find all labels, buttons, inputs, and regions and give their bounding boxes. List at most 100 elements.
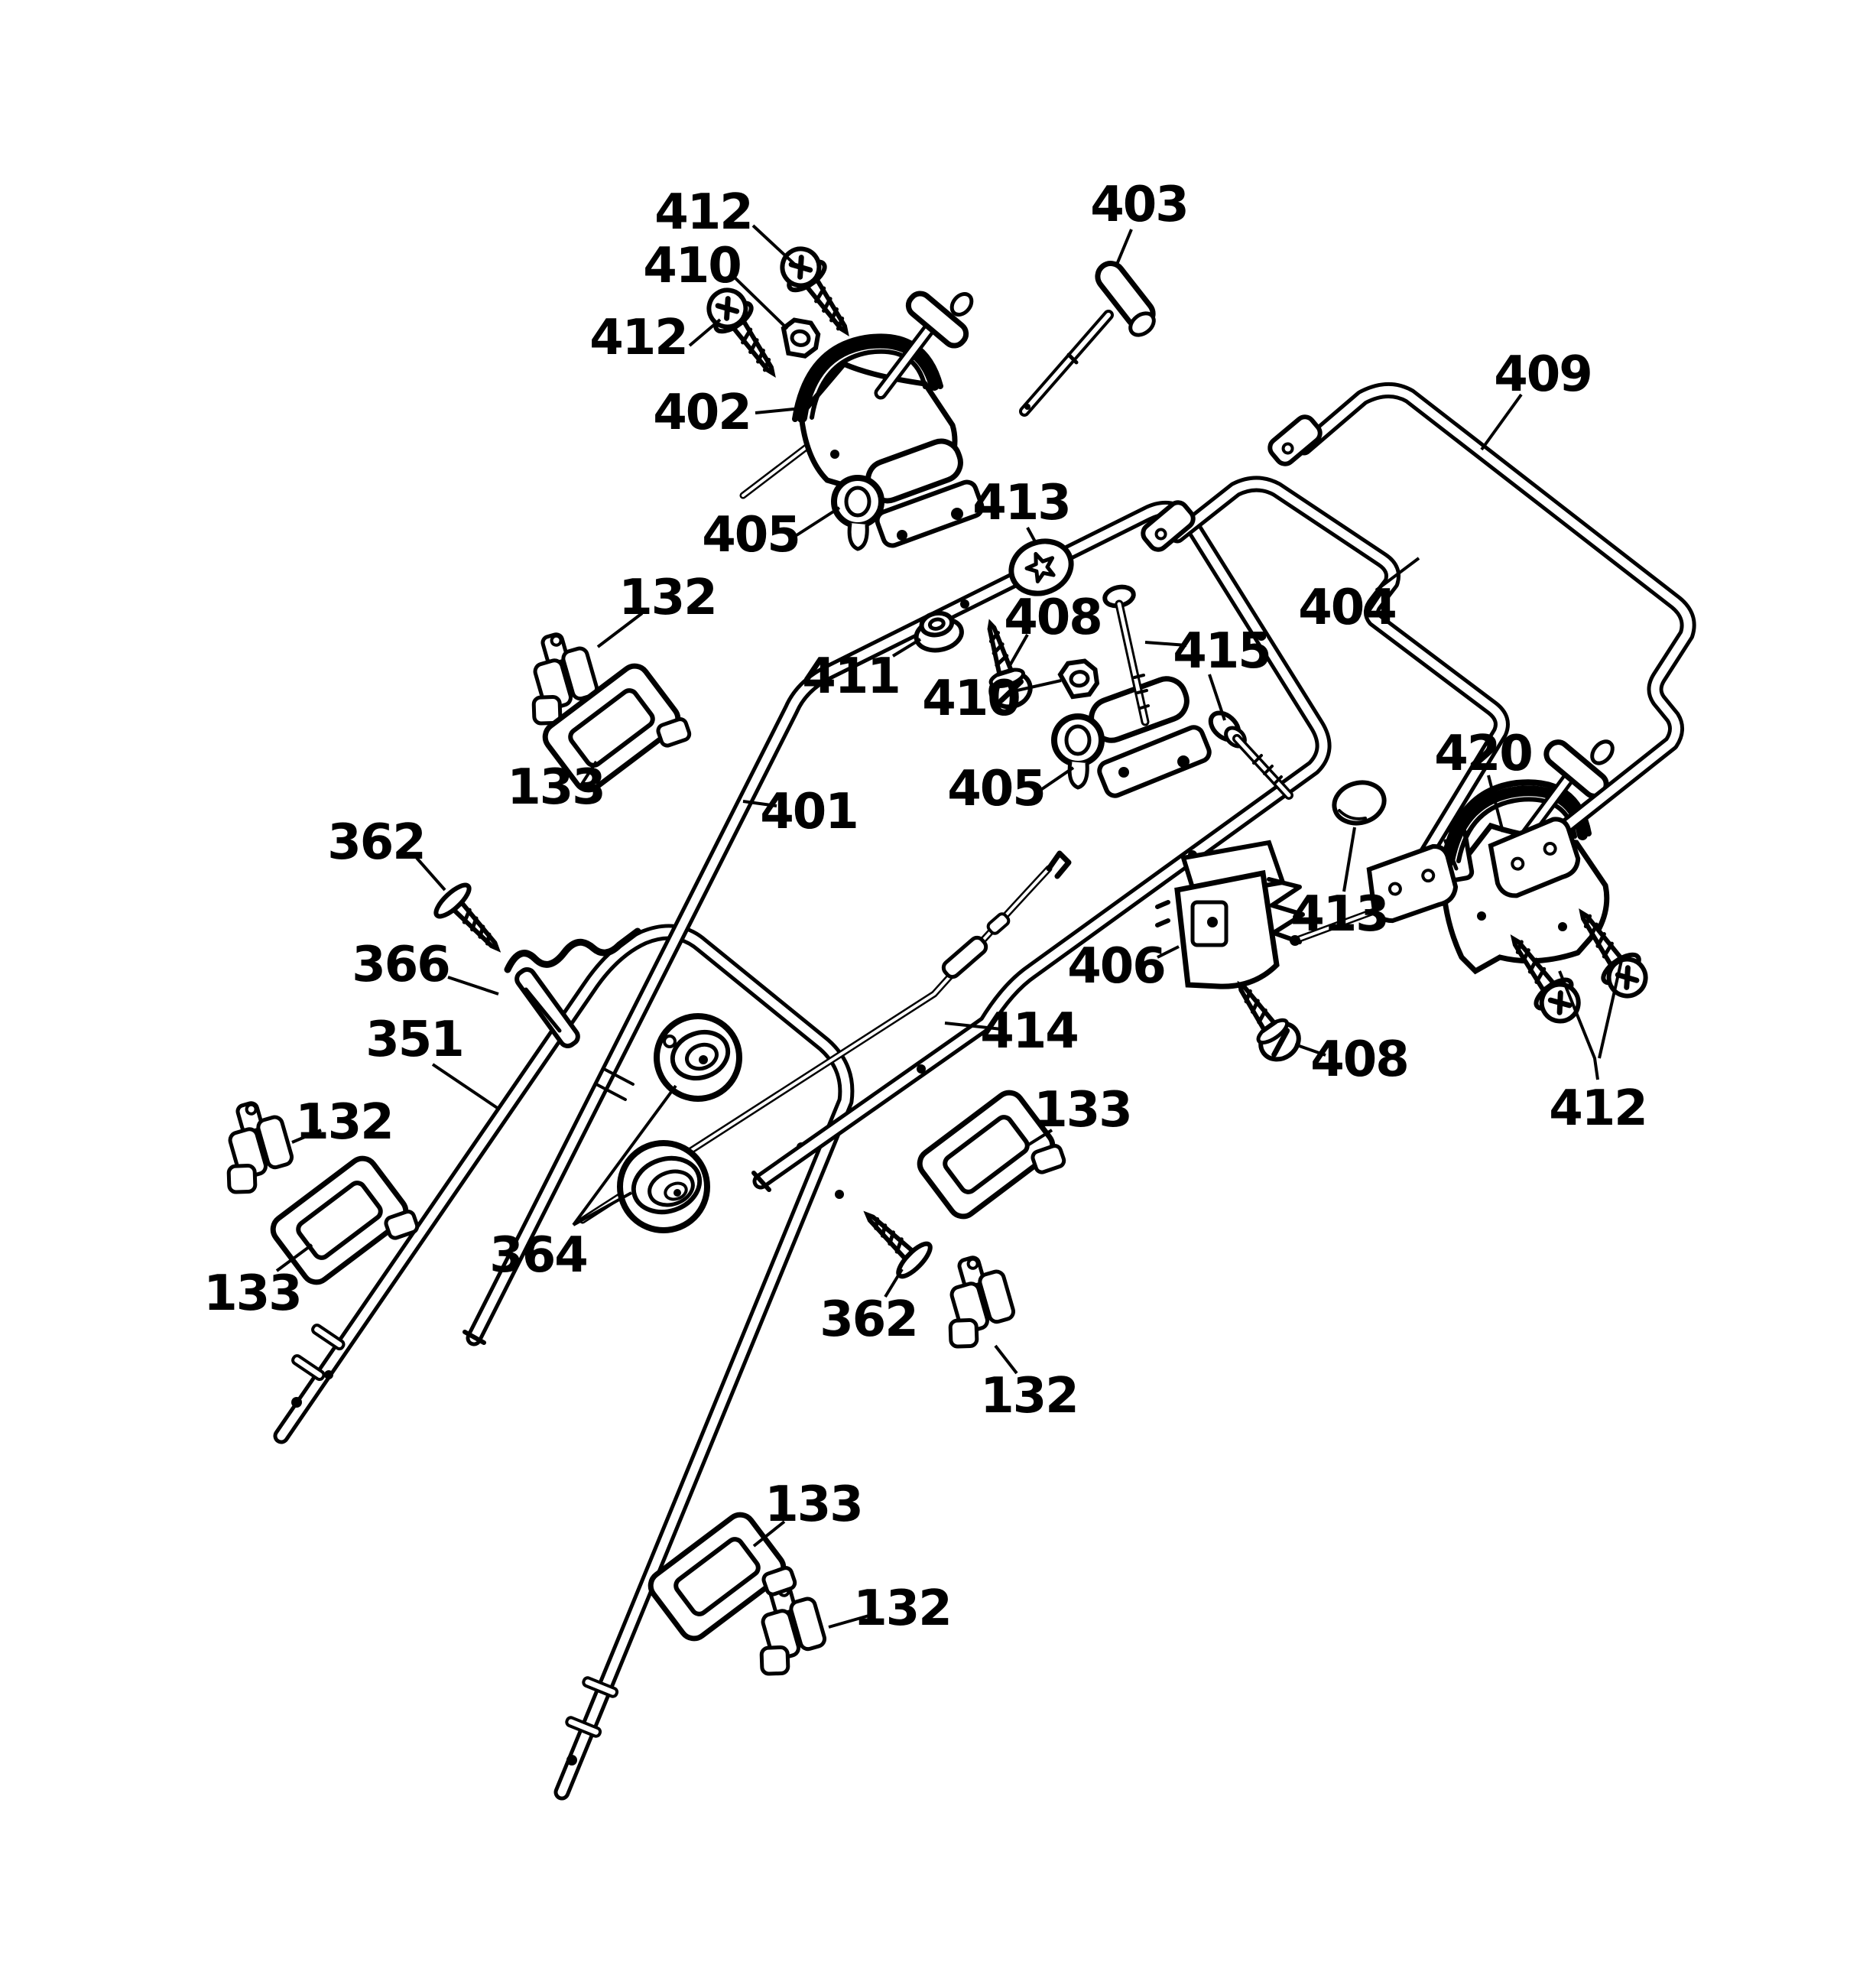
part-number-callout-401: 401 — [760, 784, 858, 840]
nut-410-b — [1059, 660, 1099, 698]
leader-line — [1558, 957, 1624, 1080]
handle-slot — [291, 1354, 326, 1382]
throttle-arc-slot — [797, 337, 940, 423]
part-number-callout-408: 408 — [1004, 590, 1102, 646]
bracket-hole — [1207, 917, 1218, 927]
plate-hole — [1558, 922, 1567, 931]
clamp-ring-hole — [844, 486, 871, 518]
throttle-knob-end — [1590, 739, 1615, 765]
leader-line — [755, 407, 802, 414]
throttle-arc-slot — [1444, 785, 1588, 866]
knob-center — [699, 1055, 708, 1064]
knob-notch — [663, 1035, 677, 1048]
plug-body — [1332, 780, 1387, 826]
part-number-callout-406: 406 — [1067, 938, 1165, 995]
bracket-fins — [1267, 877, 1305, 944]
handle-knob-364-lower — [617, 1140, 710, 1233]
part-number-callout-351: 351 — [365, 1012, 463, 1068]
leader-line — [596, 612, 644, 648]
leader-line — [994, 1344, 1018, 1375]
part-number-callout-362: 362 — [327, 814, 425, 871]
part-number-callout-132: 132 — [295, 1094, 393, 1151]
leader-line — [1013, 679, 1062, 693]
pin-band — [1066, 352, 1079, 365]
part-number-callout-408: 408 — [1310, 1031, 1408, 1088]
bail-bar-404 — [1139, 476, 1510, 924]
mount-bracket-406 — [1155, 840, 1305, 989]
upper-handle-401 — [463, 501, 1332, 1346]
part-number-callout-133: 133 — [507, 759, 605, 816]
cable-clip-132-c — [929, 1251, 1020, 1353]
leader-line — [1480, 393, 1523, 451]
handle-bolt-415 — [1208, 710, 1293, 800]
screw-362-b — [852, 1200, 934, 1281]
spring-wire — [504, 927, 641, 973]
handle-hole — [566, 1755, 577, 1765]
leader-lines — [275, 224, 1624, 1629]
cable-fitting-small — [986, 912, 1011, 935]
part-number-callout-405: 405 — [947, 761, 1045, 817]
leader-line — [415, 856, 446, 892]
part-number-callout-133: 133 — [203, 1265, 301, 1322]
part-number-callout-132: 132 — [980, 1368, 1078, 1424]
part-number-callout-412: 412 — [589, 310, 687, 366]
clamp-hole — [1118, 767, 1129, 778]
part-number-callout-366: 366 — [352, 937, 450, 993]
throttle-knob — [905, 291, 969, 349]
leader-line — [751, 224, 798, 268]
part-number-callout-410: 410 — [643, 238, 741, 294]
bolt-threads — [1252, 754, 1283, 785]
leader-line — [1342, 827, 1356, 892]
leader-line — [1115, 229, 1133, 267]
rivet-dot — [960, 599, 969, 609]
throttle-lever-core — [1524, 777, 1570, 836]
throttle-arc-outer — [1440, 779, 1592, 866]
handle-hole — [291, 1397, 302, 1408]
retainer-bar — [514, 966, 580, 1049]
part-number-callout-132: 132 — [618, 570, 716, 626]
leader-line — [688, 318, 722, 347]
leader-line — [291, 1129, 322, 1144]
leader-line — [1026, 1129, 1053, 1147]
leader-line — [275, 1243, 313, 1272]
part-number-callout-133: 133 — [1034, 1082, 1131, 1139]
part-number-callout-362: 362 — [820, 1291, 917, 1348]
knob-center — [673, 1189, 681, 1197]
clamp-hole — [951, 508, 963, 520]
tube-core — [469, 505, 1328, 1343]
part-number-callout-412: 412 — [1549, 1080, 1647, 1137]
leader-line — [1008, 634, 1029, 668]
throttle-lever-core — [878, 327, 931, 396]
handle-slot — [582, 1676, 619, 1698]
part-number-callout-413: 413 — [972, 475, 1070, 531]
cable-clip-132-b — [207, 1096, 298, 1199]
rivet-dot — [324, 1370, 333, 1379]
bolt-shaft-core — [1235, 736, 1291, 797]
clamp-hole — [1177, 755, 1190, 768]
part-number-callout-411: 411 — [802, 648, 900, 705]
part-number-callout-403: 403 — [1090, 177, 1188, 233]
throttle-arc-outer — [792, 333, 943, 422]
leader-line — [884, 1268, 904, 1298]
spring-retainer-366 — [504, 927, 641, 1049]
clamp-ring-hole — [1064, 724, 1092, 756]
plate-hole — [830, 450, 839, 459]
leader-line — [795, 506, 841, 537]
part-number-callout-414: 414 — [980, 1003, 1078, 1060]
callout-labels: 4124104124024034134054094041324114084154… — [203, 177, 1648, 1637]
leader-line — [447, 976, 499, 996]
part-number-callout-413: 413 — [1290, 886, 1388, 943]
cable-fitting — [941, 935, 988, 979]
leader-line — [431, 1063, 500, 1110]
plug-413 — [1332, 780, 1387, 826]
leader-line — [944, 1022, 1002, 1031]
bail-left-lug — [1266, 413, 1323, 467]
handle-slot — [311, 1324, 346, 1351]
part-number-callout-404: 404 — [1298, 580, 1396, 636]
part-number-callout-132: 132 — [853, 1580, 951, 1637]
handle-pin-415 — [1102, 584, 1150, 726]
leader-line — [1038, 766, 1075, 792]
pin-knob-end — [1128, 311, 1156, 337]
leader-line — [1208, 674, 1226, 721]
plug-shading — [1338, 809, 1367, 820]
